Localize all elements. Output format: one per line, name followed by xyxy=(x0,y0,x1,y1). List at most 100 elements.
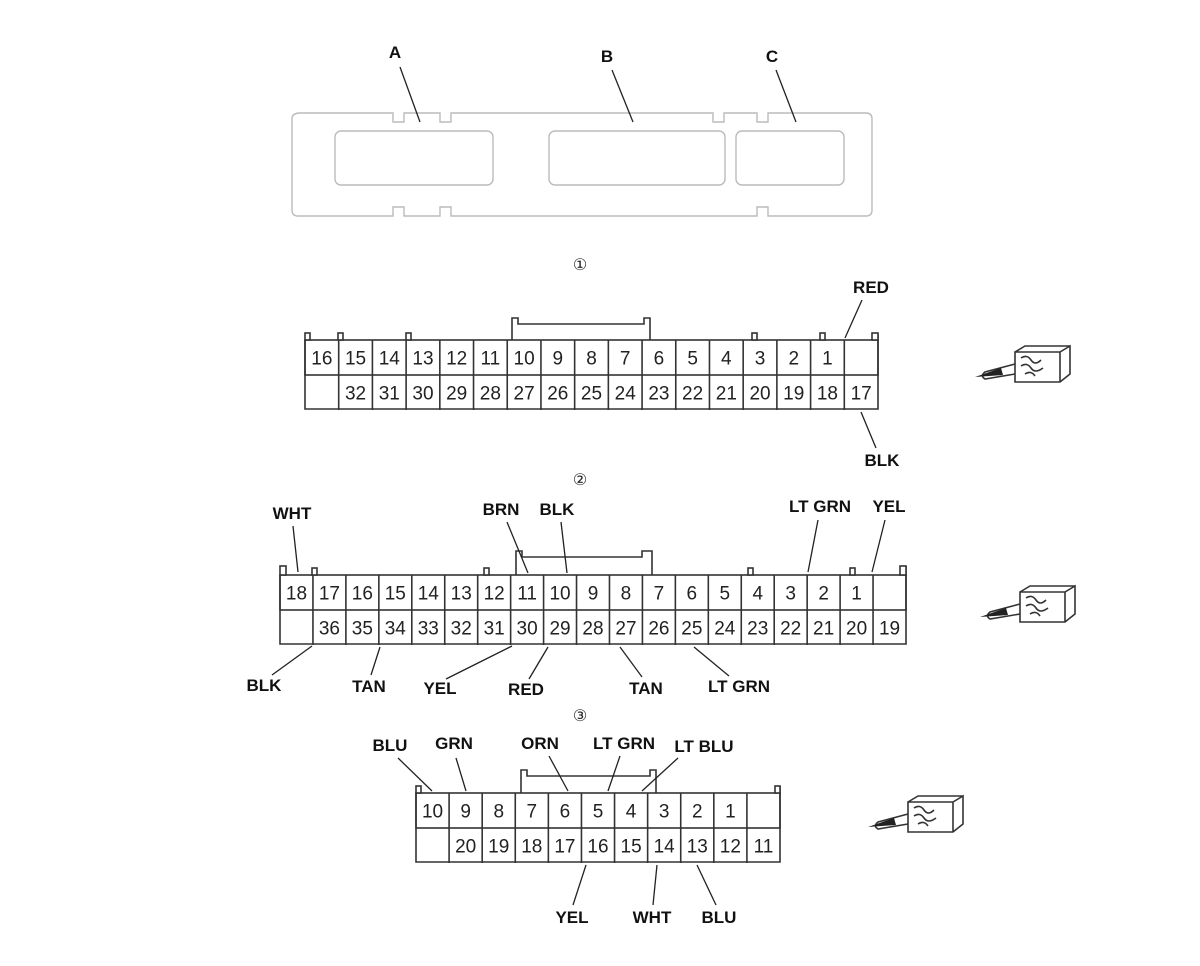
pin-number: 25 xyxy=(581,384,602,405)
pin-number: 20 xyxy=(749,384,770,405)
pin-number: 5 xyxy=(720,584,731,605)
pin-number: 21 xyxy=(813,619,834,640)
pin-number: 31 xyxy=(484,619,505,640)
pin-number: 6 xyxy=(560,802,571,823)
wire-label: LT GRN xyxy=(708,677,770,696)
pin-number: 4 xyxy=(721,349,732,370)
pin-number: 30 xyxy=(517,619,538,640)
pin-number: 26 xyxy=(547,384,568,405)
pin-number: 33 xyxy=(418,619,439,640)
wire-label: RED xyxy=(508,680,544,699)
cavity-a xyxy=(334,130,494,186)
pin-number: 1 xyxy=(822,349,833,370)
pin-number: 24 xyxy=(615,384,637,405)
wire-label: GRN xyxy=(435,734,473,753)
pin-number: 12 xyxy=(446,349,467,370)
pin-number: 17 xyxy=(851,384,872,405)
wire-label: ORN xyxy=(521,734,559,753)
pin-number: 21 xyxy=(716,384,737,405)
pin-number: 6 xyxy=(687,584,698,605)
pin-number: 20 xyxy=(455,837,476,858)
pin-number: 6 xyxy=(654,349,665,370)
cavity-b xyxy=(548,130,726,186)
terminal-side-view-icon xyxy=(975,344,1071,383)
connector-housing-overview: A B C xyxy=(291,43,873,217)
wire-label: LT BLU xyxy=(674,737,733,756)
terminal-side-view-icon xyxy=(868,794,964,833)
pin-number: 16 xyxy=(352,584,373,605)
pin-number: 2 xyxy=(692,802,703,823)
pin-number: 4 xyxy=(626,802,637,823)
label-a: A xyxy=(389,43,401,62)
pin-number: 27 xyxy=(514,384,535,405)
wire-label: YEL xyxy=(872,497,905,516)
cavity-c xyxy=(735,130,845,186)
pin-number: 17 xyxy=(554,837,575,858)
terminal-side-view-icon xyxy=(980,584,1076,623)
label-b: B xyxy=(601,47,613,66)
leader-arrows xyxy=(271,299,886,906)
pin-number: 7 xyxy=(620,349,631,370)
pin-number: 19 xyxy=(879,619,900,640)
pin-number: 22 xyxy=(780,619,801,640)
connector-number: ③ xyxy=(573,706,587,725)
wire-label: BLK xyxy=(865,451,901,470)
label-c: C xyxy=(766,47,778,66)
pin-number: 10 xyxy=(422,802,443,823)
wire-label: BLK xyxy=(540,500,576,519)
pin-number: 29 xyxy=(446,384,467,405)
pin-number: 29 xyxy=(549,619,570,640)
pin-number: 12 xyxy=(484,584,505,605)
pin-number: 3 xyxy=(755,349,766,370)
pin-number: 8 xyxy=(493,802,504,823)
pin-number: 19 xyxy=(488,837,509,858)
pin-number: 13 xyxy=(412,349,433,370)
pin-number: 14 xyxy=(654,837,676,858)
pin-number: 11 xyxy=(481,349,501,370)
pin-number: 11 xyxy=(517,584,537,605)
pin-number: 19 xyxy=(783,384,804,405)
wire-label: LT GRN xyxy=(789,497,851,516)
pin-number: 32 xyxy=(451,619,472,640)
wire-labels: RED BLK WHT BRN BLK LT GRN YEL BLK TAN Y… xyxy=(247,278,906,927)
pin-number: 14 xyxy=(418,584,440,605)
pin-number: 13 xyxy=(451,584,472,605)
pin-number: 36 xyxy=(319,619,340,640)
pin-number: 28 xyxy=(480,384,501,405)
pin-number: 20 xyxy=(846,619,867,640)
pin-number: 5 xyxy=(593,802,604,823)
pin-number: 23 xyxy=(747,619,768,640)
pin-number: 15 xyxy=(621,837,642,858)
wire-label: WHT xyxy=(633,908,672,927)
pin-number: 7 xyxy=(527,802,538,823)
pin-number: 1 xyxy=(851,584,862,605)
pin-number: 9 xyxy=(553,349,564,370)
pin-number: 14 xyxy=(379,349,401,370)
pin-number: 15 xyxy=(345,349,366,370)
connector-number: ① xyxy=(573,255,587,274)
pin-number: 3 xyxy=(659,802,670,823)
wire-label: LT GRN xyxy=(593,734,655,753)
pin-number: 18 xyxy=(817,384,838,405)
pin-number: 9 xyxy=(588,584,599,605)
pin-number: 16 xyxy=(587,837,608,858)
pin-number: 27 xyxy=(615,619,636,640)
pin-number: 18 xyxy=(521,837,542,858)
pin-number: 17 xyxy=(319,584,340,605)
pin-number: 10 xyxy=(514,349,535,370)
wire-label: TAN xyxy=(629,679,663,698)
pin-number: 11 xyxy=(754,837,774,858)
pin-number: 31 xyxy=(379,384,400,405)
pin-number: 2 xyxy=(818,584,829,605)
pin-number: 16 xyxy=(311,349,332,370)
connector-number: ② xyxy=(573,470,587,489)
pin-number: 12 xyxy=(720,837,741,858)
pin-number: 23 xyxy=(648,384,669,405)
pin-number: 34 xyxy=(385,619,407,640)
pin-number: 26 xyxy=(648,619,669,640)
pin-number: 24 xyxy=(714,619,736,640)
